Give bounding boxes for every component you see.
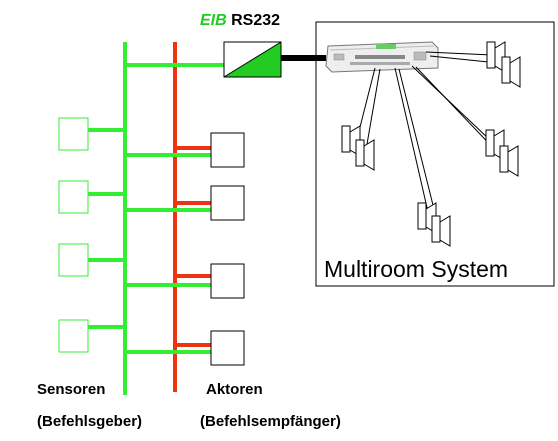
actor-box-3 [210,263,245,299]
actor-box-4 [210,330,245,366]
actor-box-1 [210,132,245,168]
rs232-interface [223,41,282,78]
multiroom-label: Multiroom System [324,256,509,282]
actor-box-2 [210,185,245,221]
speaker-icon [485,129,519,177]
speaker-icon [417,202,451,247]
eib-label: EIB [200,12,227,29]
sensors-subtitle: (Befehlsgeber) [37,413,143,430]
actors-title: Aktoren [206,381,263,398]
sensors-title: Sensoren [37,381,106,398]
sensor-box-1 [58,117,89,151]
interface-heading: EIB RS232 [200,12,280,30]
actors-subtitle: (Befehlsempfänger) [200,413,341,430]
sensor-box-4 [58,319,89,353]
sensor-box-2 [58,180,89,214]
multiroom-server-device [325,41,439,73]
speaker-icon [341,125,375,171]
speaker-icon [486,41,521,88]
sensor-box-3 [58,243,89,277]
rs232-label: RS232 [231,12,281,29]
